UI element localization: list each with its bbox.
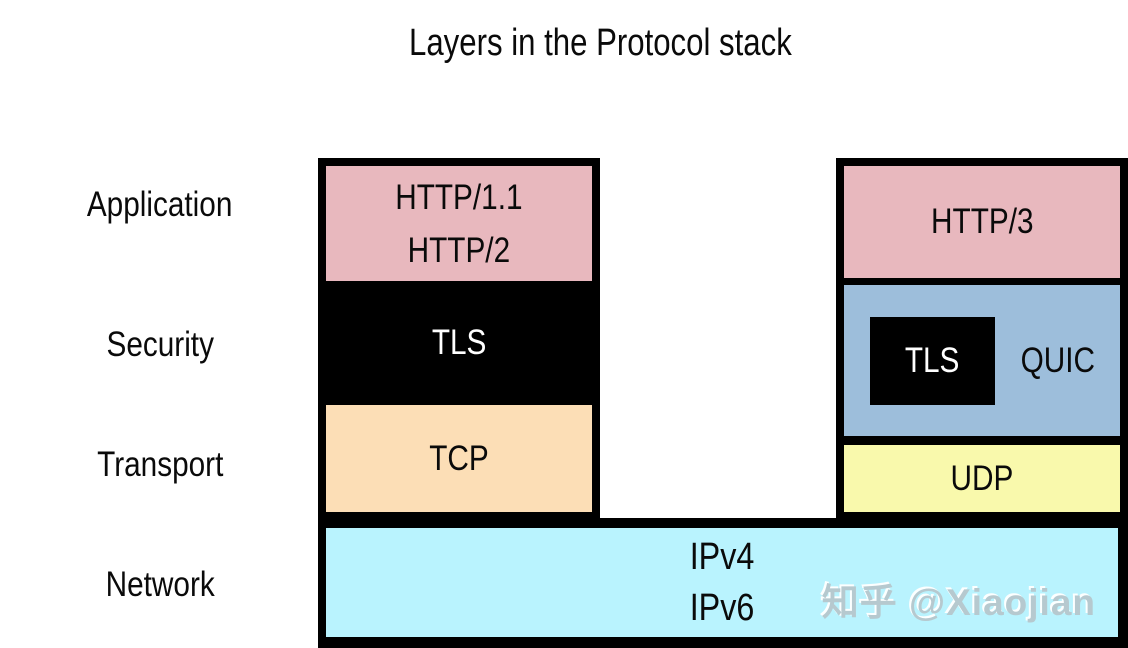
network-box: IPv4 IPv6 知乎 @Xiaojian	[318, 518, 1128, 648]
quic-label-slot: QUIC	[995, 341, 1120, 381]
layer-label-transport: Transport	[0, 443, 320, 487]
ipv6-line: IPv6	[689, 586, 755, 629]
layer-label-network-text: Network	[105, 565, 215, 604]
quic-box: TLS QUIC	[844, 285, 1120, 436]
right-stack: HTTP/3 TLS QUIC UDP	[836, 158, 1128, 520]
http1-http2-box: HTTP/1.1 HTTP/2	[326, 166, 592, 281]
tcp-label: TCP	[429, 438, 489, 478]
http1-http2-label: HTTP/1.1 HTTP/2	[395, 171, 522, 277]
http3-box: HTTP/3	[844, 166, 1120, 278]
ip-versions-label: IPv4 IPv6	[690, 532, 755, 634]
udp-label: UDP	[950, 458, 1014, 498]
ipv4-line: IPv4	[689, 535, 755, 578]
left-stack: HTTP/1.1 HTTP/2 TLS TCP	[318, 158, 600, 520]
layer-label-security-text: Security	[106, 325, 214, 364]
watermark: 知乎 @Xiaojian	[821, 582, 1096, 623]
quic-label: QUIC	[1020, 340, 1095, 380]
network-box-inner: IPv4 IPv6 知乎 @Xiaojian	[326, 528, 1118, 637]
tcp-box: TCP	[326, 405, 592, 512]
layer-label-security: Security	[0, 323, 320, 367]
tls-label: TLS	[431, 323, 487, 362]
udp-box: UDP	[844, 445, 1120, 512]
http1-line: HTTP/1.1	[395, 177, 523, 217]
tls-box: TLS	[326, 281, 592, 405]
http3-label: HTTP/3	[930, 202, 1034, 241]
http2-line: HTTP/2	[407, 230, 511, 270]
diagram-title: Layers in the Protocol stack	[0, 22, 1128, 65]
layer-label-application-text: Application	[87, 185, 233, 224]
layer-label-application: Application	[0, 183, 320, 227]
quic-tls-box: TLS	[870, 316, 995, 405]
quic-tls-label: TLS	[905, 340, 960, 380]
layer-label-network: Network	[0, 563, 320, 607]
layer-label-transport-text: Transport	[96, 445, 224, 484]
diagram-title-text: Layers in the Protocol stack	[408, 22, 792, 64]
